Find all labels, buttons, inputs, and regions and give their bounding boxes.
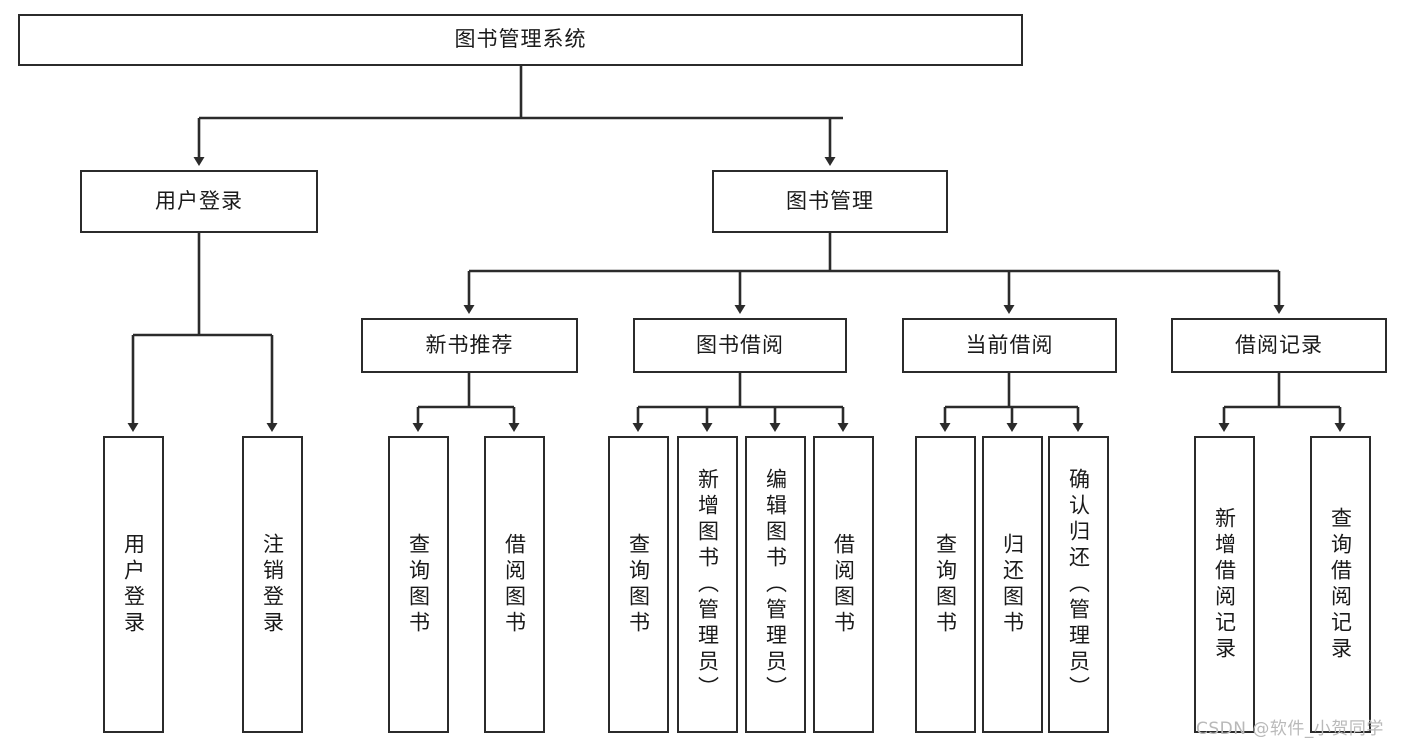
node-leaf-edit-book-label: 编辑图书（管理员） (763, 467, 788, 702)
node-book-borrow-label: 图书借阅 (696, 332, 784, 357)
node-book-borrow[interactable]: 图书借阅 (633, 318, 847, 373)
node-leaf-query-record-label: 查询借阅记录 (1328, 506, 1353, 663)
node-current-borrow-label: 当前借阅 (965, 332, 1054, 357)
node-leaf-query-record[interactable]: 查询借阅记录 (1310, 436, 1371, 733)
node-user-login-label: 用户登录 (155, 188, 243, 213)
node-leaf-add-record[interactable]: 新增借阅记录 (1194, 436, 1255, 733)
node-leaf-return-book[interactable]: 归还图书 (982, 436, 1043, 733)
node-book-manage-label: 图书管理 (786, 188, 874, 213)
node-new-book-recommend-label: 新书推荐 (425, 332, 514, 357)
node-leaf-user-login[interactable]: 用户登录 (103, 436, 164, 733)
node-leaf-edit-book[interactable]: 编辑图书（管理员） (745, 436, 806, 733)
node-leaf-borrow-book-2-label: 借阅图书 (831, 532, 856, 637)
node-leaf-query-book-1[interactable]: 查询图书 (388, 436, 449, 733)
node-borrow-record[interactable]: 借阅记录 (1171, 318, 1387, 373)
node-leaf-user-logout-label: 注销登录 (260, 532, 285, 637)
node-leaf-user-login-label: 用户登录 (121, 532, 146, 637)
node-leaf-query-book-2[interactable]: 查询图书 (608, 436, 669, 733)
node-leaf-confirm-return[interactable]: 确认归还（管理员） (1048, 436, 1109, 733)
node-leaf-add-book-label: 新增图书（管理员） (695, 467, 720, 702)
node-user-login[interactable]: 用户登录 (80, 170, 318, 233)
node-leaf-return-book-label: 归还图书 (1000, 532, 1025, 637)
node-book-manage[interactable]: 图书管理 (712, 170, 948, 233)
node-leaf-user-logout[interactable]: 注销登录 (242, 436, 303, 733)
node-leaf-query-book-3[interactable]: 查询图书 (915, 436, 976, 733)
node-leaf-borrow-book-1[interactable]: 借阅图书 (484, 436, 545, 733)
node-leaf-borrow-book-1-label: 借阅图书 (502, 532, 527, 637)
node-leaf-query-book-1-label: 查询图书 (406, 532, 431, 637)
node-current-borrow[interactable]: 当前借阅 (902, 318, 1117, 373)
node-leaf-confirm-return-label: 确认归还（管理员） (1066, 467, 1091, 702)
node-leaf-query-book-3-label: 查询图书 (933, 532, 958, 637)
node-new-book-recommend[interactable]: 新书推荐 (361, 318, 578, 373)
node-root[interactable]: 图书管理系统 (18, 14, 1023, 66)
node-leaf-add-record-label: 新增借阅记录 (1212, 506, 1237, 663)
node-borrow-record-label: 借阅记录 (1235, 332, 1323, 357)
node-leaf-borrow-book-2[interactable]: 借阅图书 (813, 436, 874, 733)
csdn-watermark: CSDN @软件_小贺同学 (1196, 719, 1384, 739)
node-root-label: 图书管理系统 (454, 27, 587, 52)
node-leaf-query-book-2-label: 查询图书 (626, 532, 651, 637)
node-leaf-add-book[interactable]: 新增图书（管理员） (677, 436, 738, 733)
